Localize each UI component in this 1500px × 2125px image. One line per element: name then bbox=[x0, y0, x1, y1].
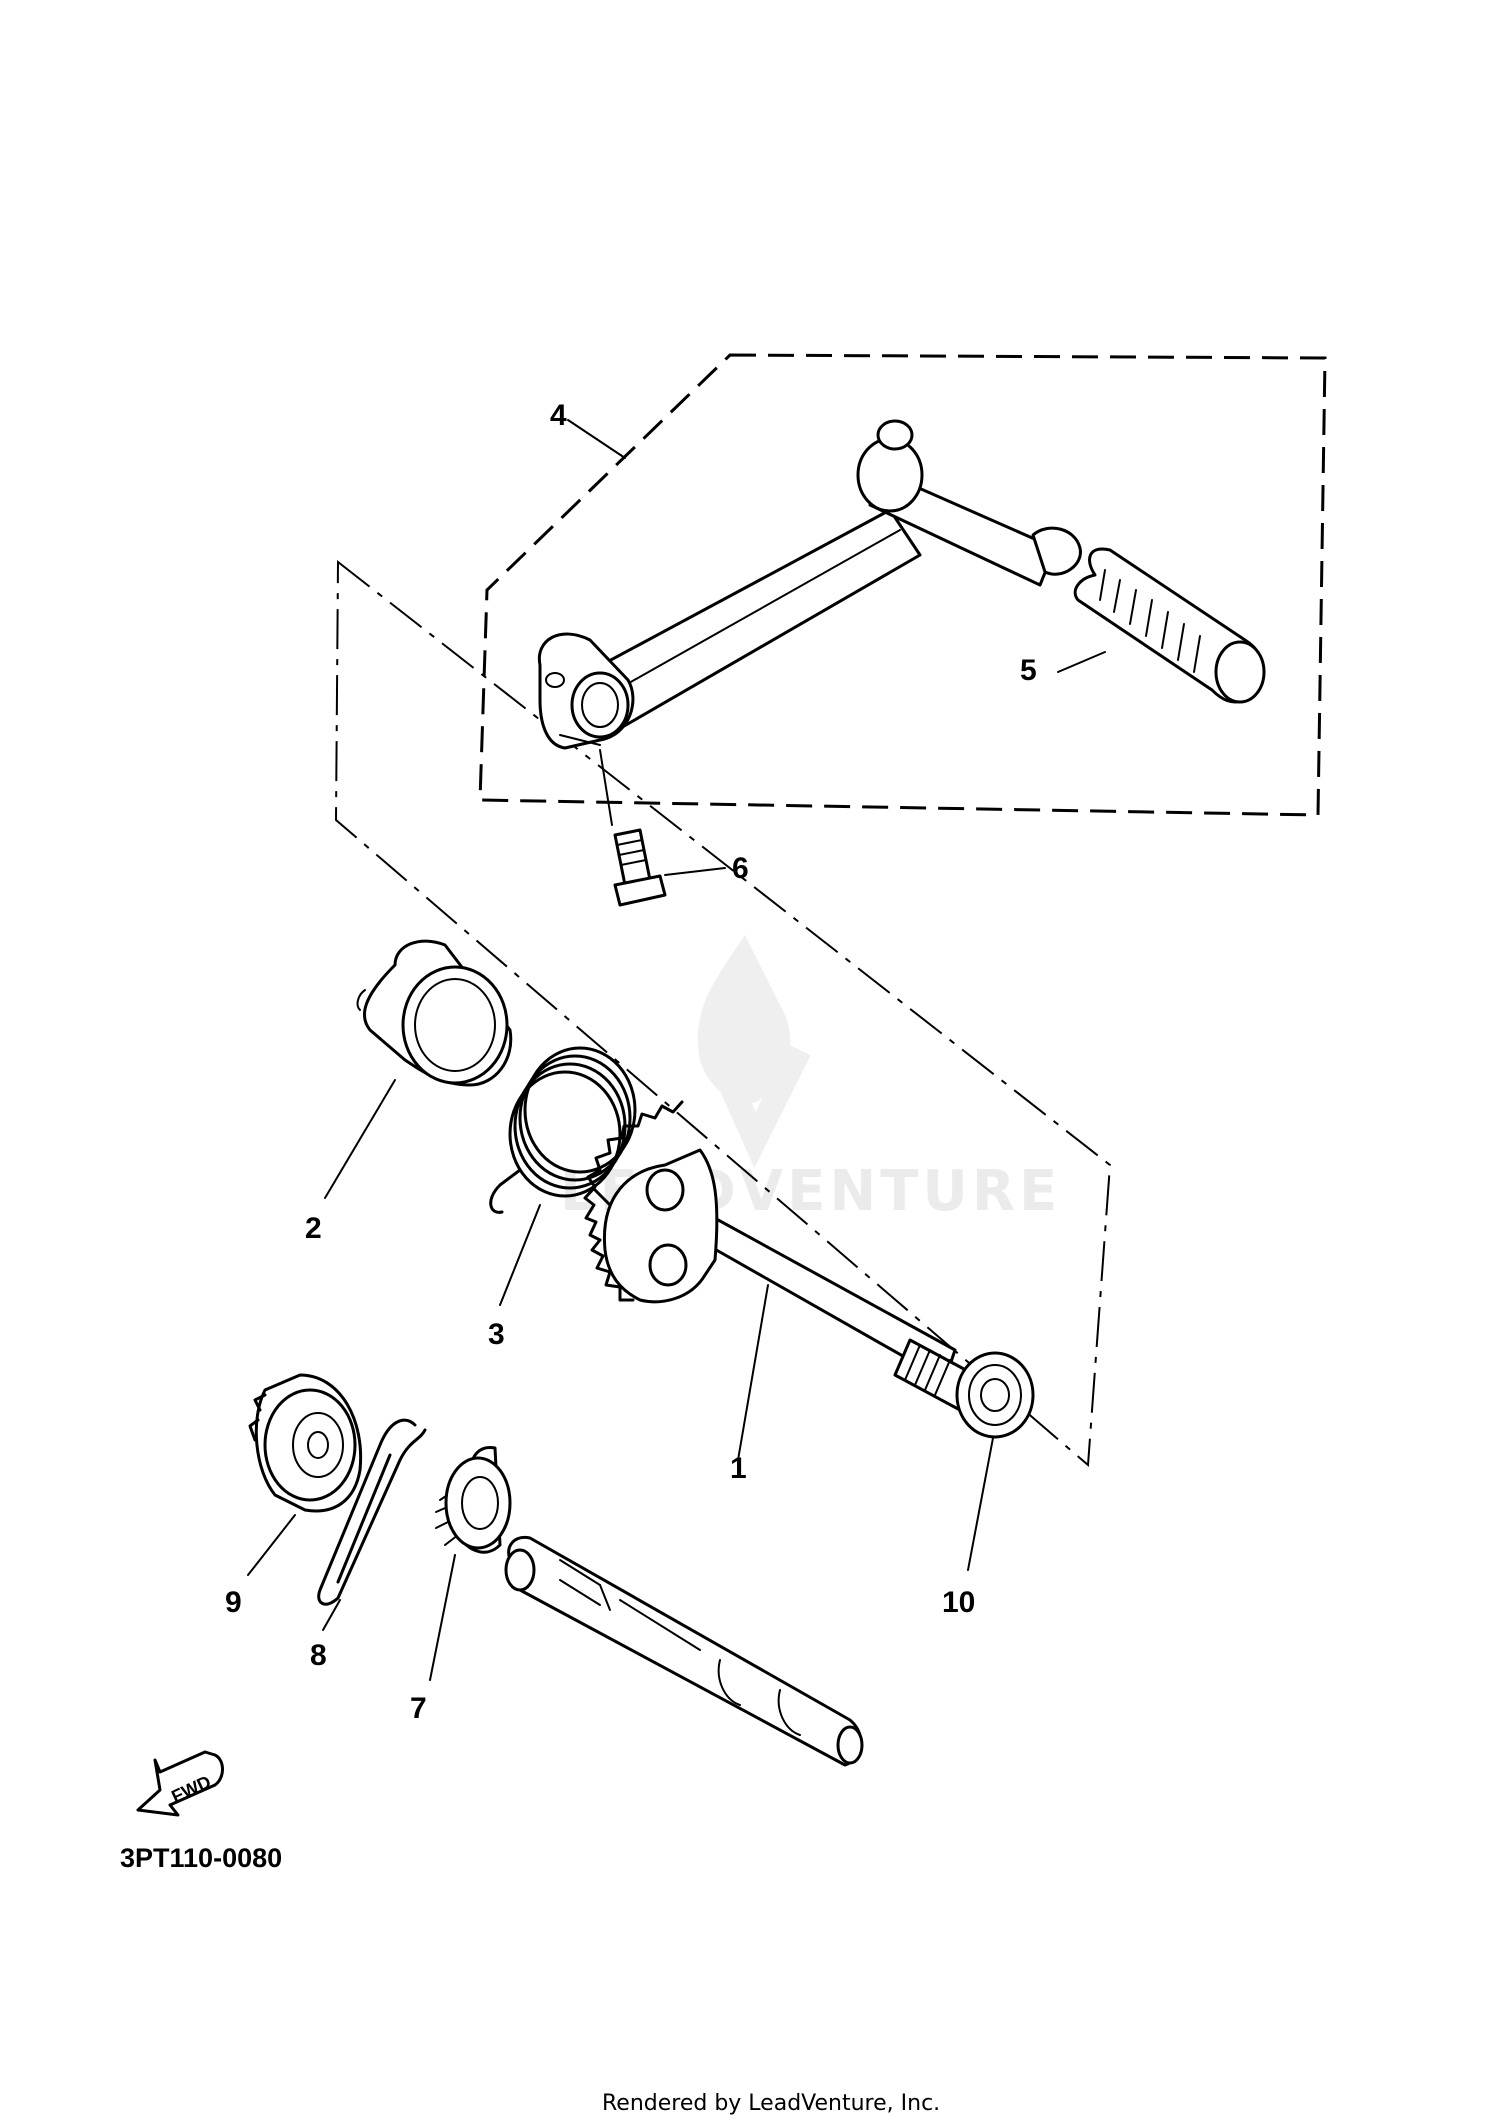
torsion-spring bbox=[489, 1046, 637, 1214]
kick-grip bbox=[1073, 547, 1266, 704]
callout-1: 1 bbox=[730, 1452, 747, 1485]
drive-gear bbox=[248, 1373, 363, 1513]
callout-5: 5 bbox=[1020, 654, 1037, 687]
bolt bbox=[613, 828, 667, 907]
callout-9: 9 bbox=[225, 1586, 242, 1619]
callout-2: 2 bbox=[305, 1212, 322, 1245]
callout-8: 8 bbox=[310, 1639, 327, 1672]
callout-10: 10 bbox=[942, 1586, 975, 1619]
clip bbox=[317, 1418, 427, 1606]
diagram-code: 3PT110-0080 bbox=[120, 1843, 282, 1873]
callout-7: 7 bbox=[410, 1692, 427, 1725]
oil-seal bbox=[955, 1351, 1035, 1439]
callout-4: 4 bbox=[550, 399, 567, 432]
reference-box bbox=[334, 559, 1112, 1468]
fwd-arrow-icon: FWD bbox=[136, 1750, 224, 1817]
collar bbox=[356, 939, 513, 1087]
assembly-box-4 bbox=[478, 353, 1327, 817]
kick-shaft bbox=[583, 1100, 977, 1412]
callout-3: 3 bbox=[488, 1318, 505, 1351]
main-shaft bbox=[504, 1535, 864, 1767]
callout-6: 6 bbox=[732, 852, 749, 885]
leader-lines bbox=[247, 419, 1106, 1681]
idle-gear bbox=[435, 1445, 512, 1554]
footer-credit: Rendered by LeadVenture, Inc. bbox=[602, 2091, 940, 2116]
kick-lever-arm bbox=[537, 419, 1082, 750]
